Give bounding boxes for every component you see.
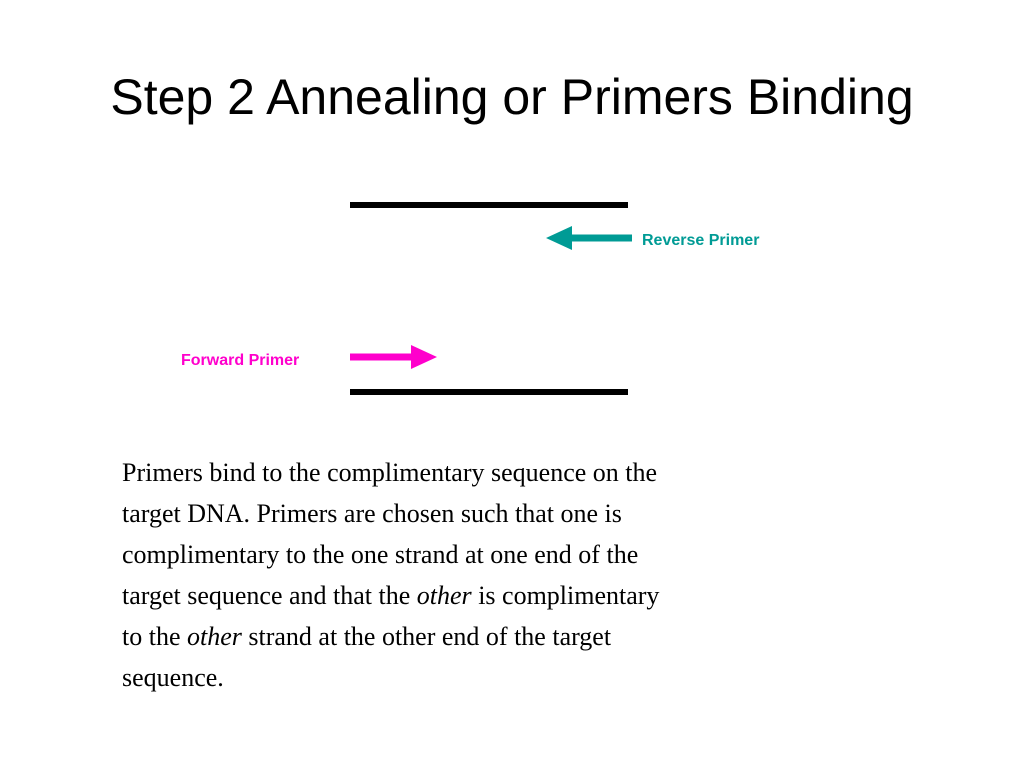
emphasized-word: other [416, 581, 472, 610]
paragraph-line: complimentary to the one strand at one e… [122, 540, 639, 569]
paragraph-line: target sequence and that the other is co… [122, 575, 852, 616]
reverse-primer-arrow [546, 226, 632, 250]
forward-primer-label: Forward Primer [181, 352, 299, 369]
forward-primer-arrowhead [411, 345, 437, 369]
paragraph-line: to the other strand at the other end of … [122, 616, 852, 657]
paragraph-text: strand at the other end of the target [241, 622, 612, 651]
paragraph-line: target DNA. Primers are chosen such that… [122, 499, 622, 528]
paragraph-text: target sequence and that the [122, 581, 417, 610]
forward-primer-arrow [350, 345, 437, 369]
emphasized-word: other [187, 622, 242, 651]
slide-title: Step 2 Annealing or Primers Binding [110, 69, 914, 125]
paragraph-text: is complimentary [471, 581, 660, 610]
explanation-paragraph: Primers bind to the complimentary sequen… [122, 452, 852, 698]
paragraph-line: Primers bind to the complimentary sequen… [122, 458, 658, 487]
reverse-primer-arrowhead [546, 226, 572, 250]
paragraph-text: to the [122, 622, 187, 651]
reverse-primer-label: Reverse Primer [642, 232, 759, 249]
paragraph-line: sequence. [122, 663, 224, 692]
